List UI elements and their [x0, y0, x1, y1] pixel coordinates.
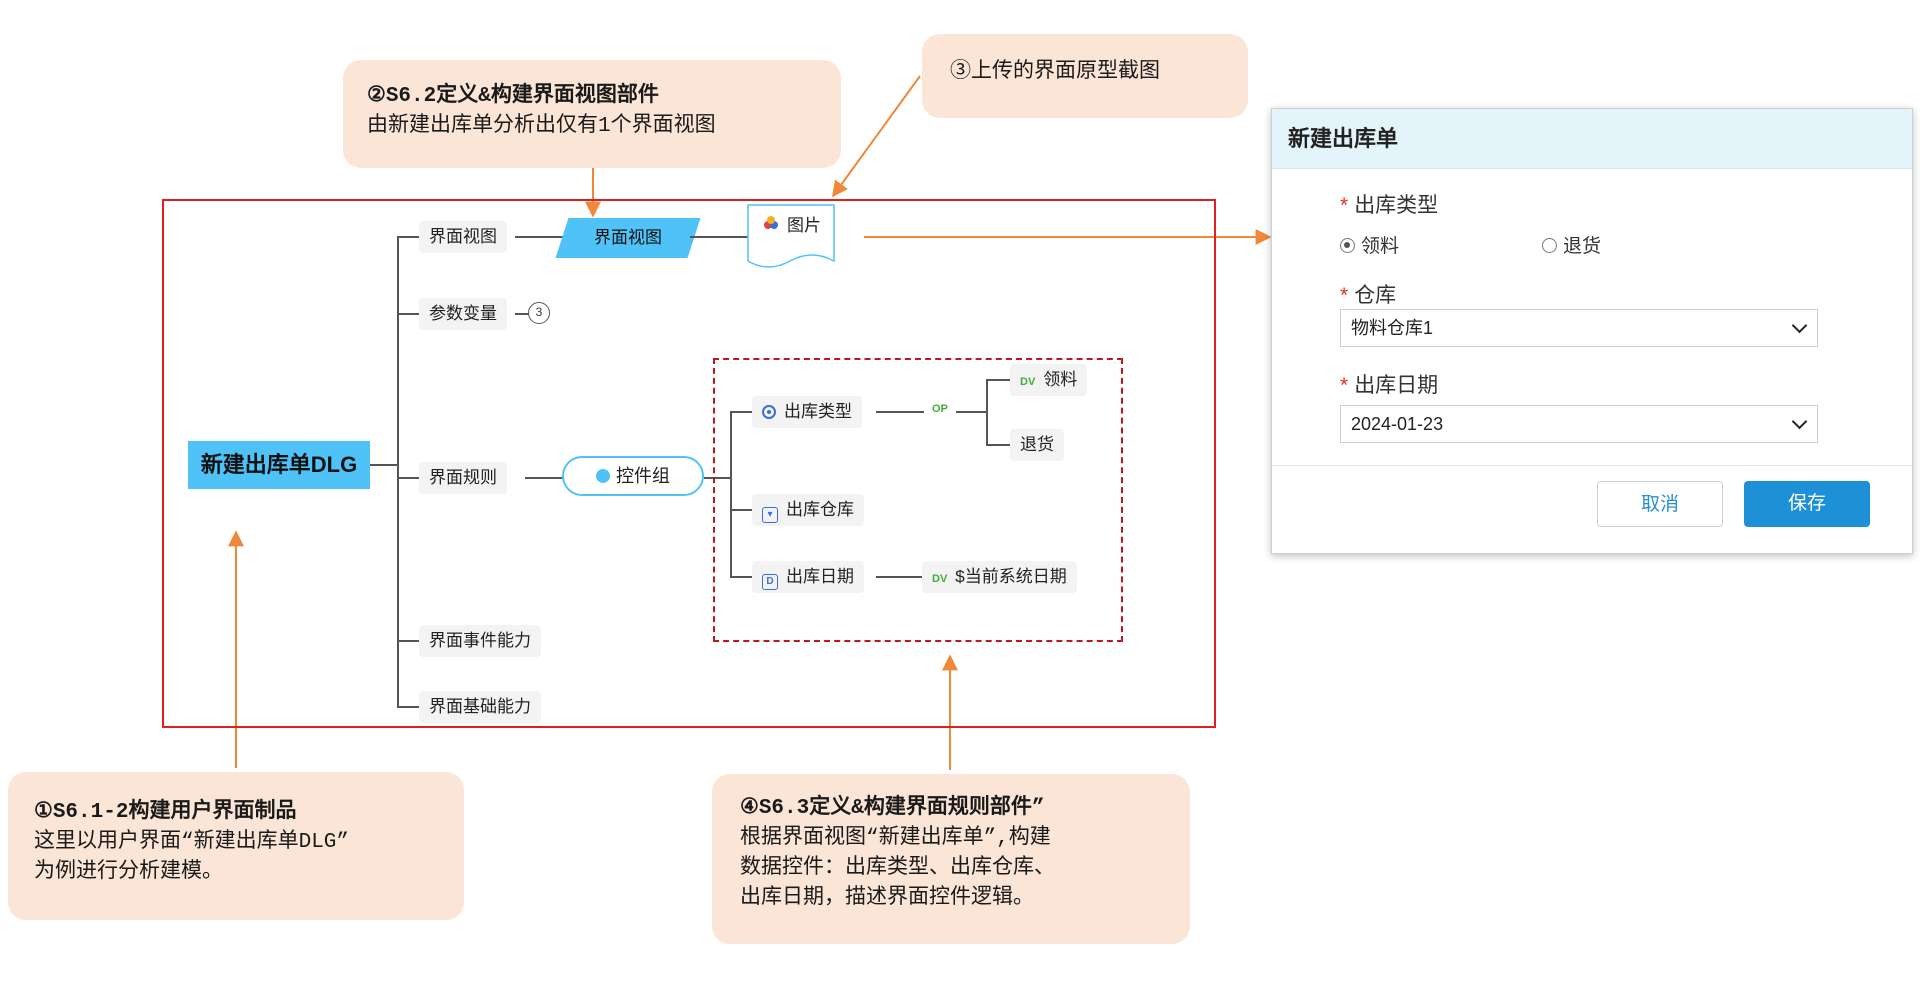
warehouse-select[interactable]: 物料仓库1	[1340, 309, 1818, 347]
connector	[525, 477, 563, 479]
callout-line: 根据界面视图“新建出库单”,构建	[740, 827, 1051, 850]
callout-title: ①S6.1-2构建用户界面制品	[34, 801, 297, 824]
connector	[730, 411, 752, 413]
connector	[515, 236, 565, 238]
connector	[515, 313, 529, 315]
radio-icon	[1542, 238, 1557, 253]
chevron-down-icon	[1791, 317, 1808, 334]
chevron-down-icon	[1791, 413, 1808, 430]
branch-params: 参数变量	[419, 298, 507, 330]
connector	[370, 464, 397, 466]
connector	[397, 236, 399, 708]
param-count-badge: 3	[528, 302, 550, 324]
callout-line: 这里以用户界面“新建出库单DLG”	[34, 831, 350, 854]
date-select[interactable]: 2024-01-23	[1340, 405, 1818, 443]
control-label: 出库仓库	[786, 500, 854, 519]
save-button[interactable]: 保存	[1744, 481, 1870, 527]
control-group-label: 控件组	[616, 466, 670, 486]
warehouse-label: *仓库	[1340, 279, 1396, 309]
callout-title: ③上传的界面原型截图	[950, 61, 1160, 84]
callout-title: ②S6.2定义&构建界面视图部件	[367, 85, 659, 108]
connector	[397, 706, 419, 708]
connector	[397, 477, 419, 479]
radio-icon	[1340, 238, 1355, 253]
connector	[704, 477, 732, 479]
control-warehouse: ▾ 出库仓库	[752, 494, 864, 526]
option-label: 退货	[1020, 435, 1054, 454]
control-group-icon	[596, 469, 610, 483]
option-label: 领料	[1043, 370, 1078, 389]
connector	[730, 576, 752, 578]
radio-tuihuo[interactable]: 退货	[1542, 231, 1601, 258]
dialog-footer-divider	[1272, 465, 1912, 466]
branch-events: 界面事件能力	[419, 625, 541, 657]
image-node-label: 图片	[787, 216, 821, 235]
branch-view: 界面视图	[419, 221, 507, 253]
op-tag: OP	[932, 403, 948, 415]
branch-rules: 界面规则	[419, 462, 507, 494]
dv-tag: DV	[932, 573, 948, 585]
callout-line: 数据控件：出库类型、出库仓库、	[740, 857, 1055, 880]
control-outbound-type: 出库类型	[752, 396, 862, 428]
connector	[730, 509, 752, 511]
callout-prototype: ③上传的界面原型截图	[922, 34, 1248, 118]
radio-label: 领料	[1361, 236, 1400, 257]
dialog-title: 新建出库单	[1272, 109, 1912, 169]
callout-line: 出库日期，描述界面控件逻辑。	[740, 887, 1034, 910]
radio-icon	[762, 405, 776, 419]
view-node: 界面视图	[594, 228, 662, 247]
date-label: *出库日期	[1340, 369, 1438, 399]
cancel-button[interactable]: 取消	[1597, 481, 1723, 527]
option-node-lingliao: DV 领料	[1010, 364, 1088, 396]
type-label-text: 出库类型	[1354, 194, 1439, 217]
control-group-node: 控件组	[562, 456, 704, 496]
connector	[986, 379, 1010, 381]
date-label-text: 出库日期	[1354, 374, 1439, 397]
dropdown-icon: ▾	[762, 507, 778, 523]
image-node: 图片	[747, 204, 835, 268]
date-icon: D	[762, 574, 778, 590]
required-mark: *	[1340, 284, 1349, 307]
callout-view-part: ②S6.2定义&构建界面视图部件 由新建出库单分析出仅有1个界面视图	[343, 60, 841, 168]
required-mark: *	[1340, 374, 1349, 397]
connector	[690, 236, 748, 238]
control-label: 出库日期	[786, 567, 854, 586]
radio-lingliao[interactable]: 领料	[1340, 231, 1399, 258]
required-mark: *	[1340, 194, 1349, 217]
branch-base: 界面基础能力	[419, 691, 541, 723]
connector	[876, 576, 922, 578]
callout-ui-artifact: ①S6.1-2构建用户界面制品 这里以用户界面“新建出库单DLG” 为例进行分析…	[8, 772, 464, 920]
connector	[986, 379, 988, 445]
connector	[876, 411, 924, 413]
connector	[730, 411, 732, 577]
controls-highlight	[713, 358, 1123, 642]
option-node-tuihuo: 退货	[1010, 429, 1064, 461]
radio-label: 退货	[1563, 236, 1602, 257]
connector	[956, 411, 988, 413]
default-value: $当前系统日期	[955, 567, 1067, 586]
mindmap-root: 新建出库单DLG	[188, 441, 370, 489]
date-value: 2024-01-23	[1351, 414, 1444, 434]
warehouse-label-text: 仓库	[1354, 284, 1397, 307]
connector	[397, 236, 419, 238]
callout-title: ④S6.3定义&构建界面规则部件”	[740, 797, 1045, 820]
type-label: *出库类型	[1340, 189, 1438, 219]
callout-line: 由新建出库单分析出仅有1个界面视图	[367, 115, 716, 138]
callout-rule-part: ④S6.3定义&构建界面规则部件” 根据界面视图“新建出库单”,构建 数据控件：…	[712, 774, 1190, 944]
warehouse-value: 物料仓库1	[1351, 318, 1434, 338]
date-default-node: DV $当前系统日期	[922, 561, 1077, 593]
mindmap-frame	[162, 199, 1216, 728]
connector	[986, 444, 1010, 446]
connector	[397, 313, 419, 315]
control-date: D 出库日期	[752, 561, 864, 593]
connector	[397, 640, 419, 642]
dv-tag: DV	[1020, 376, 1036, 388]
control-label: 出库类型	[784, 402, 852, 421]
callout-line: 为例进行分析建模。	[34, 861, 223, 884]
arrow-c3	[832, 75, 921, 198]
dialog-new-outbound: 新建出库单 *出库类型 领料 退货 *仓库 物料仓库1 *出库日期 2024-0…	[1271, 108, 1913, 554]
